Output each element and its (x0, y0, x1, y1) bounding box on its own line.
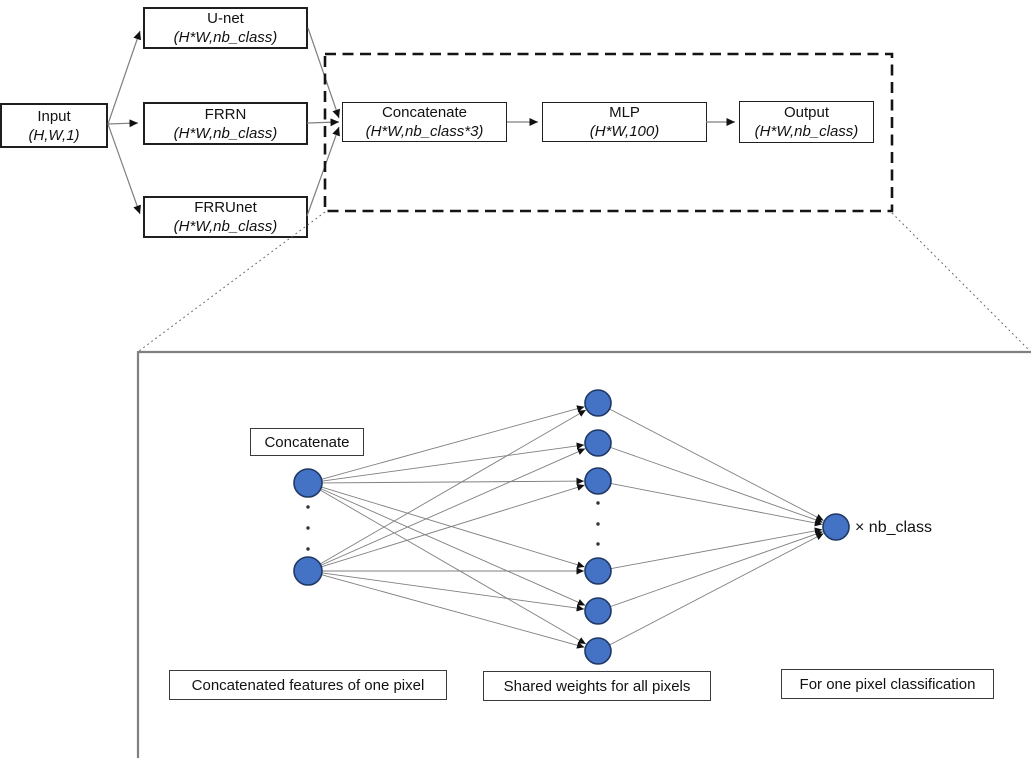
arrow-unet-to-concatenate (307, 27, 341, 119)
hidden-neuron (584, 467, 612, 495)
network-edge (609, 408, 824, 521)
ellipsis-dot (306, 505, 310, 509)
frrn-box-shape: (H*W,nb_class) (173, 124, 278, 142)
output-box: Output (H*W,nb_class) (739, 101, 874, 143)
ellipsis-dot (596, 501, 600, 505)
input-neuron (293, 468, 323, 498)
network-edge (322, 477, 585, 485)
network-edge (321, 488, 586, 606)
ellipsis-dot (596, 542, 600, 546)
caption-pixel-classification-text: For one pixel classification (799, 675, 976, 693)
arrow-input-to-unet (107, 30, 142, 125)
unet-box-shape: (H*W,nb_class) (173, 29, 278, 46)
arrow-input-to-frrunet (107, 123, 141, 215)
network-edge (611, 527, 823, 569)
unet-box: U-net (H*W,nb_class) (143, 7, 308, 49)
caption-concatenated-features: Concatenated features of one pixel (169, 670, 447, 700)
network-edge (609, 533, 824, 646)
arrow-frrunet-to-concatenate (306, 126, 340, 217)
arrow-input-to-frrn (107, 119, 139, 128)
network-edge (321, 486, 585, 569)
ellipsis-dot (306, 547, 310, 551)
hidden-neuron (584, 637, 612, 665)
network-edge (321, 484, 585, 568)
caption-shared-weights: Shared weights for all pixels (483, 671, 711, 701)
output-neuron (822, 513, 850, 541)
hidden-neuron (584, 557, 612, 585)
input-neuron (293, 556, 323, 586)
frrunet-box-label: FRRUnet (194, 199, 257, 216)
output-box-shape: (H*W,nb_class) (754, 123, 859, 140)
input-box-label: Input (37, 107, 71, 125)
caption-pixel-classification: For one pixel classification (781, 669, 994, 699)
concatenate-box-label: Concatenate (381, 104, 468, 121)
network-edge (611, 483, 823, 527)
output-box-label: Output (783, 104, 830, 121)
concatenate-box: Concatenate (H*W,nb_class*3) (342, 102, 507, 142)
hidden-neuron (584, 429, 612, 457)
hidden-neuron (584, 597, 612, 625)
mlp-network (293, 389, 850, 665)
concatenate-box-shape: (H*W,nb_class*3) (365, 123, 484, 140)
ellipsis-dot (306, 526, 310, 530)
network-edge (610, 530, 823, 607)
input-box-shape: (H,W,1) (28, 126, 80, 144)
network-edge (321, 574, 585, 649)
network-edge (610, 447, 823, 524)
mlp-box: MLP (H*W,100) (542, 102, 707, 142)
unet-box-label: U-net (207, 10, 244, 27)
caption-shared-weights-text: Shared weights for all pixels (503, 677, 691, 695)
mlp-box-label: MLP (609, 104, 640, 121)
frrn-box-label: FRRN (204, 105, 247, 123)
frrunet-box: FRRUnet (H*W,nb_class) (143, 196, 308, 238)
network-edge (321, 448, 586, 566)
network-edge (320, 489, 587, 645)
concatenate-detail-label: Concatenate (264, 433, 350, 451)
input-box: Input (H,W,1) (0, 103, 108, 148)
zoom-connector-right (891, 212, 1031, 352)
ellipsis-dot (596, 522, 600, 526)
nb-class-label: × nb_class (855, 518, 932, 536)
caption-concatenated-features-text: Concatenated features of one pixel (191, 676, 425, 694)
frrunet-box-shape: (H*W,nb_class) (173, 218, 278, 235)
mlp-box-shape: (H*W,100) (589, 123, 660, 140)
network-edge (322, 572, 585, 612)
concatenate-detail-label-box: Concatenate (250, 428, 364, 456)
frrn-box: FRRN (H*W,nb_class) (143, 102, 308, 145)
arrow-frrn-to-concatenate (306, 118, 340, 127)
hidden-neuron (584, 389, 612, 417)
